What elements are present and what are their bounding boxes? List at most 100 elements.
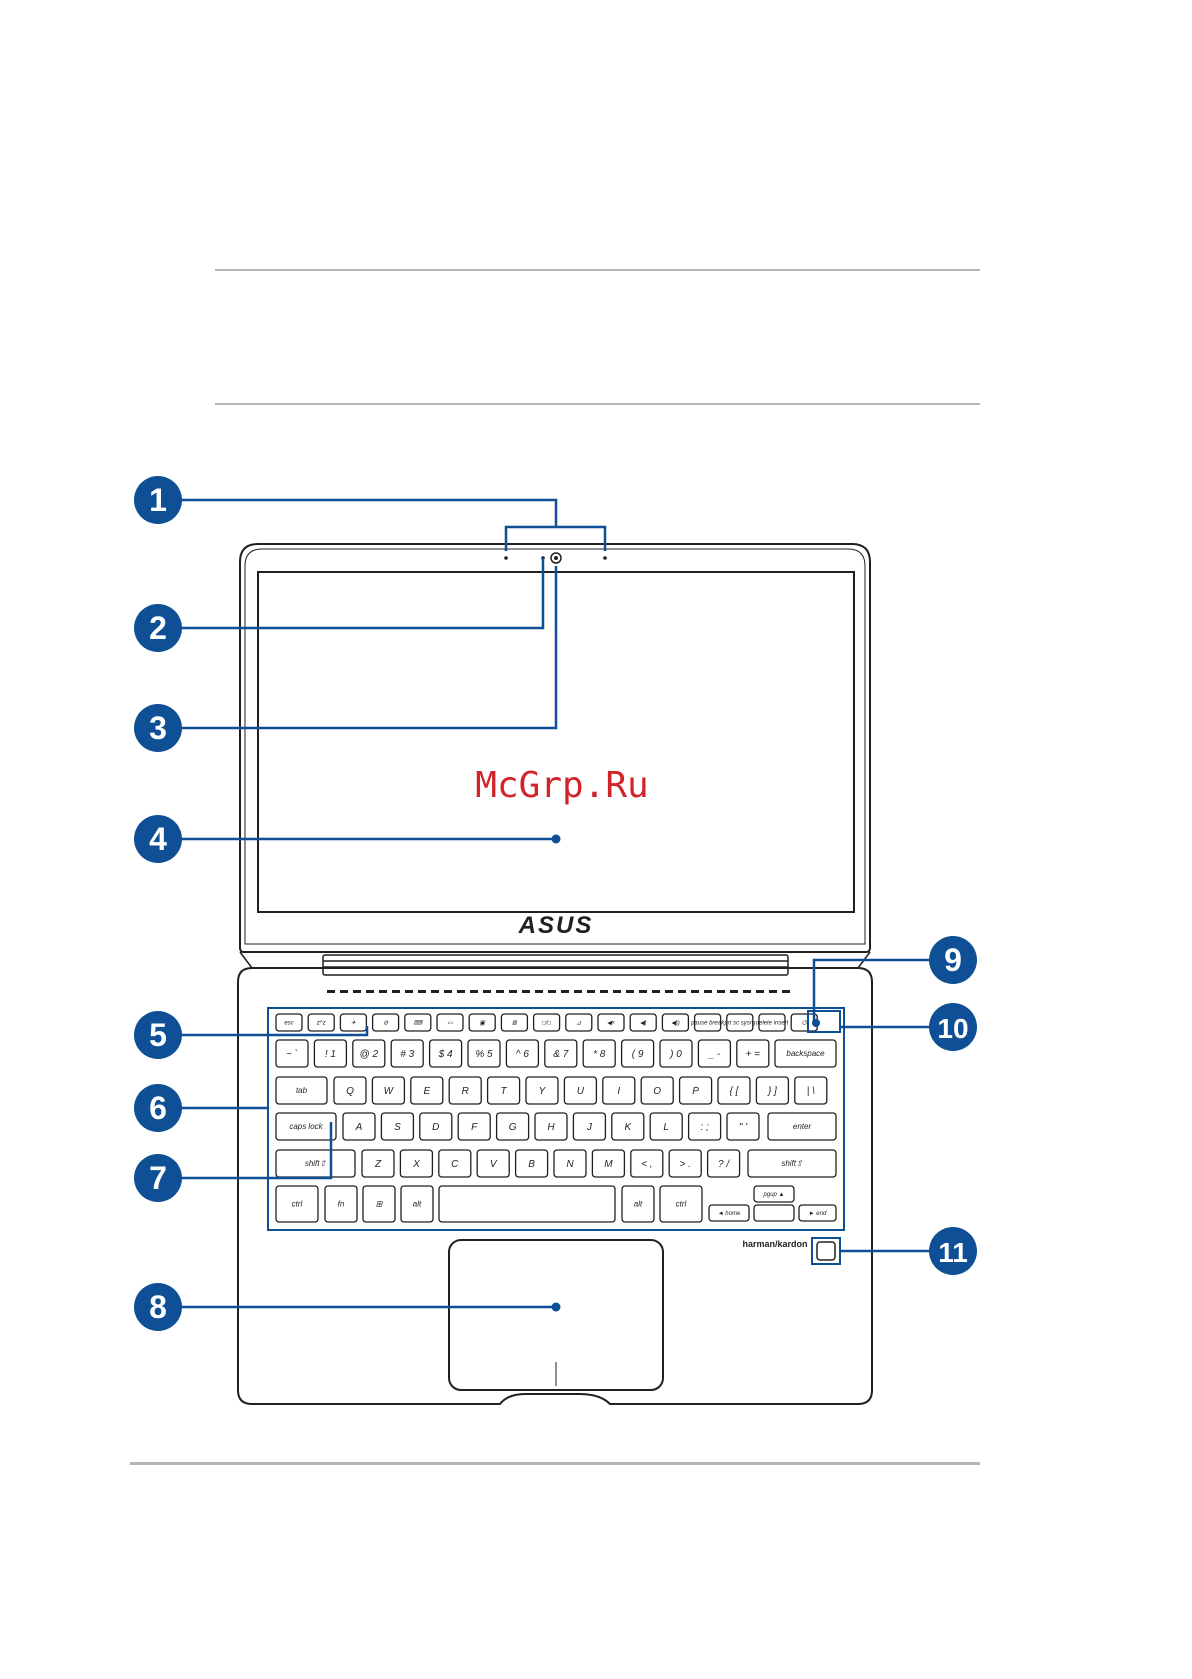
svg-text:⏻: ⏻ xyxy=(802,1020,808,1027)
vent-slot xyxy=(483,990,491,993)
svg-text:| \: | \ xyxy=(807,1086,815,1097)
svg-text:4: 4 xyxy=(149,821,167,857)
svg-text:▭: ▭ xyxy=(447,1021,453,1027)
keyboard-key: pause break xyxy=(690,1013,725,1032)
watermark-text: McGrp.Ru xyxy=(475,765,648,806)
svg-text:> .: > . xyxy=(679,1159,690,1170)
keyboard-key: S xyxy=(380,1112,415,1141)
vent-slot xyxy=(379,990,387,993)
keyboard-key: ◄ home xyxy=(708,1204,750,1222)
keyboard-key: O xyxy=(640,1076,674,1105)
vent-slot xyxy=(743,990,751,993)
svg-text:% 5: % 5 xyxy=(475,1049,493,1060)
keyboard-key: + = xyxy=(736,1039,770,1068)
svg-text:+ =: + = xyxy=(746,1049,761,1060)
keyboard-key: fn xyxy=(324,1185,358,1223)
keyboard-key: M xyxy=(591,1149,626,1178)
svg-text:H: H xyxy=(547,1122,555,1133)
vent-slot xyxy=(561,990,569,993)
vent-slot xyxy=(548,990,556,993)
keyboard-key: ( 9 xyxy=(620,1039,655,1068)
svg-text:R: R xyxy=(462,1086,469,1097)
vent-slot xyxy=(769,990,777,993)
keyboard-key: | \ xyxy=(794,1076,828,1105)
vent-slot xyxy=(730,990,738,993)
svg-text:7: 7 xyxy=(149,1160,167,1196)
svg-text:z^z: z^z xyxy=(316,1021,326,1027)
keyboard-key: ◀) xyxy=(629,1013,657,1032)
vent-slot xyxy=(756,990,764,993)
hinge xyxy=(239,951,871,976)
svg-text:T: T xyxy=(501,1086,508,1097)
camera-icon xyxy=(550,552,562,564)
fingerprint-sensor-icon xyxy=(816,1241,836,1261)
keyboard-key: ✈ xyxy=(339,1013,368,1032)
vent-slot xyxy=(340,990,348,993)
svg-text:" ': " ' xyxy=(739,1122,748,1133)
svg-text:3: 3 xyxy=(149,710,167,746)
svg-text:M: M xyxy=(604,1159,613,1170)
keyboard-key: ⊘ xyxy=(371,1013,400,1032)
keyboard-key: ⊠ xyxy=(500,1013,529,1032)
svg-text:V: V xyxy=(490,1159,498,1170)
keyboard-key: ◀)) xyxy=(661,1013,690,1032)
vent-slot xyxy=(587,990,595,993)
keyboard-key: J xyxy=(572,1112,607,1141)
keyboard-key: : ; xyxy=(687,1112,722,1141)
keyboard-key: U xyxy=(563,1076,598,1105)
keyboard-key: enter xyxy=(767,1112,837,1141)
keyboard-key: L xyxy=(649,1112,683,1141)
keyboard-key: F xyxy=(457,1112,491,1141)
svg-text:10: 10 xyxy=(937,1013,968,1044)
laptop-base xyxy=(237,967,873,1405)
svg-text:◀)): ◀)) xyxy=(671,1021,680,1027)
keyboard-key: A xyxy=(342,1112,376,1141)
hinge-vents xyxy=(327,990,790,993)
keyboard-key: ▣ xyxy=(468,1013,496,1032)
vent-slot xyxy=(665,990,673,993)
keyboard-key: ^ 6 xyxy=(505,1039,540,1068)
top-rule-2 xyxy=(215,403,980,405)
svg-text:esc: esc xyxy=(284,1021,293,1027)
svg-text:$ 4: $ 4 xyxy=(438,1049,453,1060)
svg-text:N: N xyxy=(566,1159,574,1170)
vent-slot xyxy=(574,990,582,993)
keyboard-key: B xyxy=(514,1149,549,1178)
svg-text:shift⇧: shift⇧ xyxy=(305,1159,327,1168)
vent-slot xyxy=(444,990,452,993)
keyboard-key: z^z xyxy=(307,1013,335,1032)
svg-text:⌨: ⌨ xyxy=(413,1020,423,1027)
vent-slot xyxy=(639,990,647,993)
svg-text:J: J xyxy=(586,1122,593,1133)
keyboard-key: H xyxy=(534,1112,568,1141)
bottom-rule xyxy=(130,1462,980,1465)
svg-text:Z: Z xyxy=(374,1159,382,1170)
keyboard-key: alt xyxy=(400,1185,434,1223)
keyboard-key: } ] xyxy=(755,1076,790,1105)
callout-lines xyxy=(180,498,950,1309)
callout-badge-1: 1 xyxy=(134,476,182,524)
keyboard-key: T xyxy=(486,1076,521,1105)
callout-badge-4: 4 xyxy=(134,815,182,863)
touchpad xyxy=(448,1239,664,1391)
svg-text:? /: ? / xyxy=(718,1159,730,1170)
keyboard-key: backspace xyxy=(774,1039,837,1068)
vent-slot xyxy=(678,990,686,993)
keyboard-key: ► end xyxy=(798,1204,837,1222)
keyboard-key: prt sc sysrq xyxy=(723,1013,756,1032)
keyboard-key: ~ ` xyxy=(275,1039,309,1068)
power-point xyxy=(812,1019,820,1027)
keyboard-key: P xyxy=(678,1076,713,1105)
svg-text:◀): ◀) xyxy=(640,1021,647,1027)
svg-text:alt: alt xyxy=(634,1200,643,1209)
keyboard-key: ◀× xyxy=(597,1013,625,1032)
svg-text:W: W xyxy=(384,1086,395,1097)
vent-slot xyxy=(782,990,790,993)
keyboard-key: E xyxy=(410,1076,444,1105)
keyboard-key: N xyxy=(553,1149,587,1178)
keyboard-key-pgdn xyxy=(753,1204,795,1222)
svg-text:E: E xyxy=(423,1086,430,1097)
keyboard-key: delete insert xyxy=(756,1013,789,1032)
